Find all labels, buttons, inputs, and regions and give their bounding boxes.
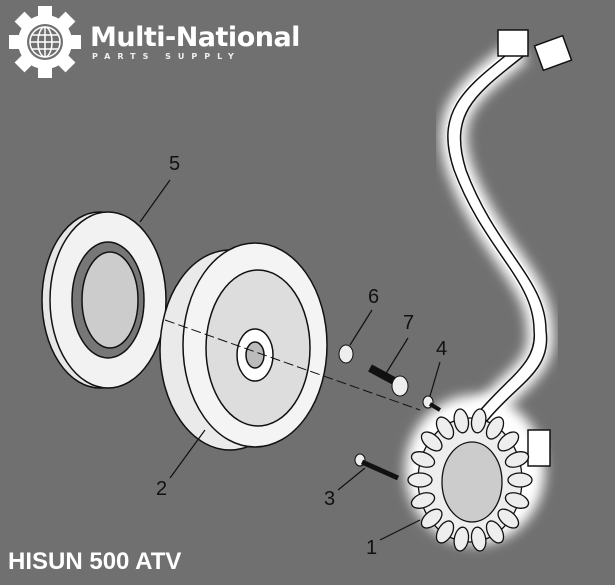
screw-4 — [422, 395, 442, 412]
stator-coil — [504, 492, 530, 509]
stator-coil — [453, 526, 470, 552]
stator-coil — [470, 408, 487, 434]
stator-coil — [407, 472, 433, 488]
bolt-7 — [368, 364, 409, 397]
stator-coil — [420, 431, 443, 452]
callout-7: 7 — [403, 312, 415, 334]
stator-coil — [435, 416, 455, 440]
flywheel — [159, 242, 328, 451]
stator-coil — [470, 526, 487, 552]
stator-coil — [507, 472, 533, 488]
leader-lines — [139, 179, 441, 541]
model-title: HISUN 500 ATV — [8, 548, 182, 575]
stator-coil — [485, 416, 505, 440]
washer — [338, 344, 354, 364]
callout-2: 2 — [156, 478, 168, 500]
stator-coil — [420, 508, 443, 529]
stator-coil — [497, 431, 520, 452]
logo-name: Multi-National — [90, 22, 300, 53]
callout-4: 4 — [436, 338, 448, 360]
stator-coil — [435, 520, 455, 544]
wire-harness — [446, 29, 573, 467]
logo-tagline: PARTS SUPPLY — [92, 52, 241, 61]
stator-coil — [410, 451, 436, 468]
axis-line — [164, 319, 421, 411]
stator-coil — [485, 520, 505, 544]
callout-6: 6 — [368, 286, 380, 308]
stator-coil — [410, 492, 436, 509]
bolt-3 — [354, 453, 400, 481]
starter-clutch-ring — [41, 211, 167, 389]
callout-5: 5 — [169, 153, 181, 175]
stator-coil — [497, 508, 520, 529]
gear-globe-icon — [9, 6, 81, 78]
callout-1: 1 — [366, 537, 378, 559]
stator — [407, 408, 533, 552]
stator-coil — [504, 451, 530, 468]
stator-coil — [453, 408, 470, 434]
callout-3: 3 — [324, 488, 336, 510]
